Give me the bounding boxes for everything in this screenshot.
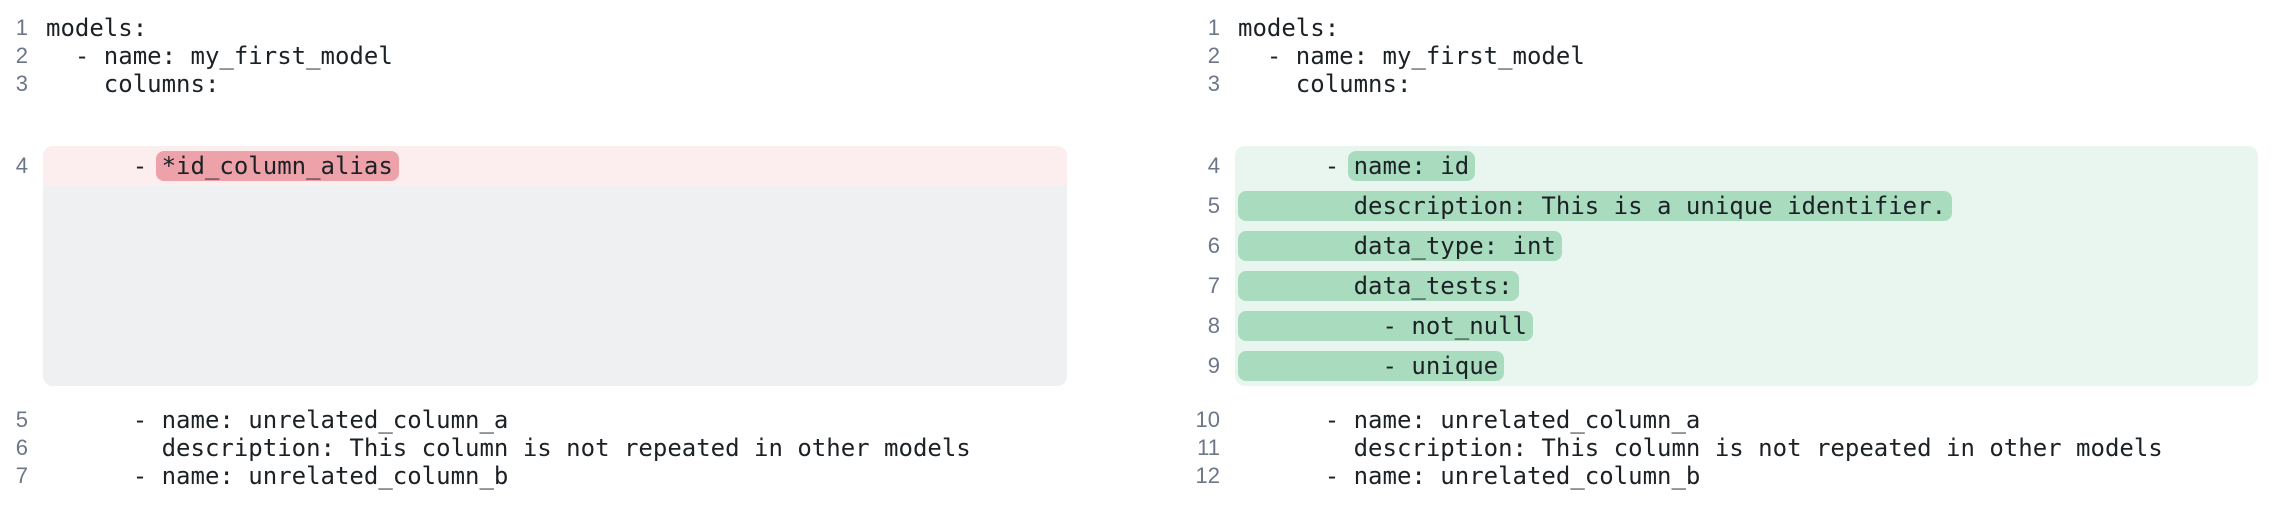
code-text: - name: unrelated_column_b	[1238, 462, 1701, 490]
code-line: 2 - name: my_first_model	[0, 42, 1087, 70]
line-number-empty	[0, 186, 28, 386]
added-line: 8 - not_null	[1192, 306, 2278, 346]
code-line: 11 description: This column is not repea…	[1192, 434, 2278, 462]
added-token: description: This is a unique identifier…	[1238, 191, 1953, 221]
added-line: 7 data_tests:	[1192, 266, 2278, 306]
line-number: 8	[1207, 313, 1220, 338]
added-token: data_tests:	[1238, 271, 1519, 301]
line-number: 12	[1195, 463, 1220, 488]
filler-area	[43, 186, 1067, 386]
code-line: 1 models:	[0, 14, 1087, 42]
code-text: description: This column is not repeated…	[46, 434, 971, 462]
code-line: 6 description: This column is not repeat…	[0, 434, 1087, 462]
line-number: 9	[1207, 353, 1220, 378]
line-number: 1	[1207, 15, 1220, 40]
code-text: - name: my_first_model	[1238, 42, 1585, 70]
added-line: 6 data_type: int	[1192, 226, 2278, 266]
line-number: 6	[1207, 233, 1220, 258]
code-text: - name: unrelated_column_a	[46, 406, 509, 434]
added-token: - not_null	[1238, 311, 1533, 341]
line-number: 1	[15, 15, 28, 40]
line-number: 5	[15, 407, 28, 432]
removed-line: 4 - *id_column_alias	[0, 146, 1087, 186]
added-block: 4 - name: id 5 description: This is a un…	[1192, 146, 2278, 386]
added-line: 4 - name: id	[1192, 146, 2278, 186]
line-number: 5	[1207, 193, 1220, 218]
diff-panel-after: 1 models: 2 - name: my_first_model 3 col…	[1192, 14, 2278, 490]
line-number: 6	[15, 435, 28, 460]
removed-block: 4 - *id_column_alias	[0, 146, 1087, 386]
yaml-diff-view: 1 models: 2 - name: my_first_model 3 col…	[0, 14, 2278, 490]
line-number: 3	[1207, 71, 1220, 96]
line-number: 7	[1207, 273, 1220, 298]
line-number: 4	[15, 153, 28, 178]
code-text: description: This column is not repeated…	[1238, 434, 2163, 462]
line-number: 10	[1195, 407, 1220, 432]
added-code-text: - name: id	[1235, 146, 2258, 186]
code-text: columns:	[46, 70, 220, 98]
added-token: data_type: int	[1238, 231, 1562, 261]
code-line: 3 columns:	[0, 70, 1087, 98]
added-code-text: - not_null	[1235, 306, 2258, 346]
added-code-text: data_tests:	[1235, 266, 2258, 306]
line-number: 3	[15, 71, 28, 96]
added-token: - unique	[1238, 351, 1505, 381]
added-token: name: id	[1347, 151, 1476, 181]
code-line: 10 - name: unrelated_column_a	[1192, 406, 2278, 434]
code-text: columns:	[1238, 70, 1412, 98]
code-text: - name: unrelated_column_a	[1238, 406, 1701, 434]
removed-token: *id_column_alias	[155, 151, 399, 181]
line-number: 7	[15, 463, 28, 488]
line-number: 2	[1207, 43, 1220, 68]
line-number: 2	[15, 43, 28, 68]
code-line: 12 - name: unrelated_column_b	[1192, 462, 2278, 490]
diff-panel-before: 1 models: 2 - name: my_first_model 3 col…	[0, 14, 1087, 490]
code-line: 7 - name: unrelated_column_b	[0, 462, 1087, 490]
code-prefix: -	[46, 152, 162, 180]
added-code-text: description: This is a unique identifier…	[1235, 186, 2258, 226]
line-number: 4	[1207, 153, 1220, 178]
added-line: 5 description: This is a unique identifi…	[1192, 186, 2278, 226]
filler-line	[0, 186, 1087, 386]
code-line: 1 models:	[1192, 14, 2278, 42]
code-line: 2 - name: my_first_model	[1192, 42, 2278, 70]
line-number: 11	[1197, 435, 1220, 460]
code-text: - name: unrelated_column_b	[46, 462, 509, 490]
added-code-text: - unique	[1235, 346, 2258, 386]
added-code-text: data_type: int	[1235, 226, 2258, 266]
code-text: - name: my_first_model	[46, 42, 393, 70]
code-line: 5 - name: unrelated_column_a	[0, 406, 1087, 434]
code-line: 3 columns:	[1192, 70, 2278, 98]
code-text: models:	[1238, 14, 1340, 42]
added-line: 9 - unique	[1192, 346, 2278, 386]
code-text: models:	[46, 14, 148, 42]
code-prefix: -	[1238, 152, 1354, 180]
removed-code-text: - *id_column_alias	[43, 146, 1067, 186]
